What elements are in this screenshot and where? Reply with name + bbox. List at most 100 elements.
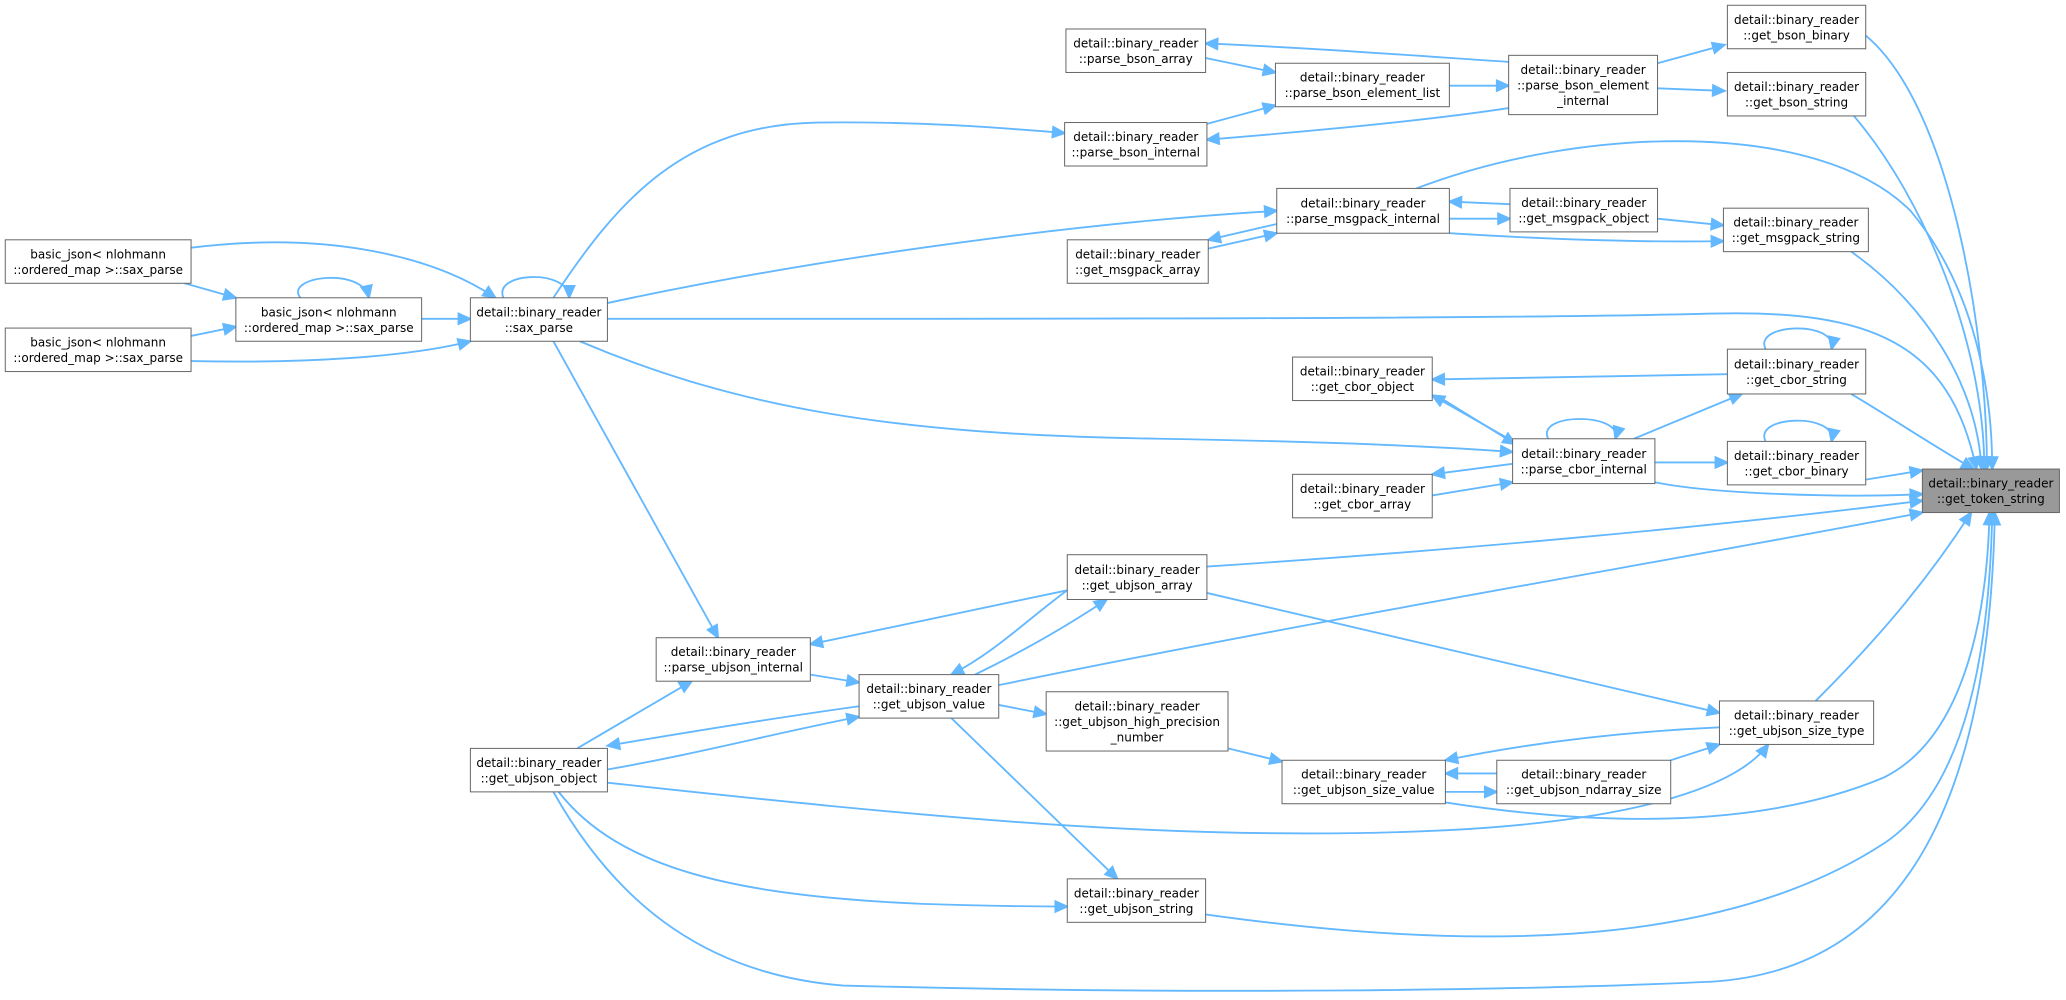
node-label-line: detail::binary_reader	[1928, 477, 2053, 491]
node-label-line: ::get_ubjson_size_value	[1293, 783, 1435, 797]
arrowhead	[221, 322, 239, 336]
node-get-ubjson-high-precision-number[interactable]: detail::binary_reader::get_ubjson_high_p…	[1045, 691, 1229, 752]
node-get-ubjson-value[interactable]: detail::binary_reader::get_ubjson_value	[858, 674, 1000, 719]
edge-line	[1416, 140, 1994, 470]
arrowhead	[1261, 63, 1278, 77]
edge-line	[1206, 107, 1509, 141]
node-parse-ubjson-internal[interactable]: detail::binary_reader::parse_ubjson_inte…	[655, 637, 811, 682]
edge-parse_cbor_internal-to-get_cbor_string	[1633, 392, 1744, 440]
node-box	[1509, 187, 1659, 233]
node-get-ubjson-array[interactable]: detail::binary_reader::get_ubjson_array	[1066, 554, 1208, 601]
edge-get_bson_binary-to-get_token_string	[1865, 34, 1994, 472]
arrowhead	[1092, 598, 1109, 613]
node-get-ubjson-size-type[interactable]: detail::binary_reader::get_ubjson_size_t…	[1718, 700, 1875, 745]
edge-parse_bson_element_internal-to-parse_bson_array	[1203, 37, 1509, 63]
edge-line	[1432, 462, 1513, 476]
node-sax-parse-top[interactable]: basic_json< nlohmann::ordered_map >::sax…	[4, 239, 192, 284]
arrowhead	[1051, 125, 1067, 139]
edge-get_msgpack_object-to-parse_msgpack_internal	[1447, 195, 1511, 209]
edge-sax_parse_mid-to-sax_parse_br	[421, 312, 473, 326]
arrowhead	[359, 283, 373, 301]
edge-get_cbor_object-to-parse_cbor_internal	[1442, 398, 1518, 446]
node-get-token-string[interactable]: detail::binary_reader::get_token_string	[1921, 468, 2060, 514]
node-label-line: ::parse_cbor_internal	[1521, 462, 1647, 476]
node-box	[1718, 700, 1875, 745]
node-parse-bson-element-internal[interactable]: detail::binary_reader::parse_bson_elemen…	[1508, 54, 1659, 116]
edge-get_ubjson_array-to-get_ubjson_size_type	[1206, 592, 1722, 717]
node-label-line: ::parse_bson_array	[1079, 52, 1193, 66]
arrowhead	[1710, 217, 1726, 231]
node-get-bson-binary[interactable]: detail::binary_reader::get_bson_binary	[1726, 4, 1867, 50]
node-label-line: detail::binary_reader	[1734, 357, 1859, 371]
edge-get_ubjson_object-to-get_token_string	[552, 510, 2002, 992]
node-parse-bson-array[interactable]: detail::binary_reader::parse_bson_array	[1065, 28, 1207, 73]
arrowhead	[1497, 212, 1513, 226]
node-label-line: detail::binary_reader	[1301, 768, 1426, 782]
node-sax-parse-mid[interactable]: basic_json< nlohmann::ordered_map >::sax…	[235, 297, 423, 342]
node-label-line: ::get_ubjson_high_precision	[1054, 715, 1220, 729]
edge-line	[950, 717, 1118, 880]
edge-get_ubjson_value-to-get_token_string	[998, 508, 1925, 687]
node-label-line: _number	[1110, 730, 1164, 744]
node-get-ubjson-string[interactable]: detail::binary_reader::get_ubjson_string	[1066, 878, 1207, 923]
node-box	[858, 674, 1000, 719]
edge-line	[1445, 512, 1991, 820]
node-get-ubjson-size-value[interactable]: detail::binary_reader::get_ubjson_size_v…	[1281, 759, 1446, 805]
node-box	[1512, 438, 1656, 485]
node-label-line: ::parse_bson_element_list	[1285, 86, 1441, 100]
node-sax-parse-bot[interactable]: basic_json< nlohmann::ordered_map >::sax…	[4, 327, 192, 373]
node-box	[4, 239, 192, 284]
node-label-line: detail::binary_reader	[1075, 699, 1200, 713]
edge-line	[552, 340, 719, 639]
arrowhead	[1612, 424, 1626, 441]
node-box	[1726, 348, 1867, 395]
edge-line	[190, 241, 496, 299]
node-parse-msgpack-internal[interactable]: detail::binary_reader::parse_msgpack_int…	[1276, 187, 1450, 234]
edge-get_ubjson_size_type-to-get_token_string	[1815, 510, 1973, 702]
edge-parse_cbor_internal-to-get_cbor_array	[1429, 462, 1513, 480]
node-box	[1508, 54, 1659, 116]
node-parse-cbor-internal[interactable]: detail::binary_reader::parse_cbor_intern…	[1512, 438, 1656, 485]
edge-line	[501, 276, 571, 299]
edge-line	[1763, 419, 1833, 442]
node-get-cbor-string[interactable]: detail::binary_reader::get_cbor_string	[1726, 348, 1867, 395]
edge-sax_parse_br-to-parse_ubjson_internal	[552, 340, 720, 640]
node-box	[1292, 473, 1433, 519]
edge-line	[607, 705, 860, 747]
arrowhead	[845, 712, 862, 726]
node-get-msgpack-object[interactable]: detail::binary_reader::get_msgpack_objec…	[1509, 187, 1659, 233]
node-get-cbor-binary[interactable]: detail::binary_reader::get_cbor_binary	[1726, 440, 1867, 486]
arrowhead	[1206, 230, 1223, 244]
node-label-line: detail::binary_reader	[1300, 71, 1425, 85]
node-parse-bson-internal[interactable]: detail::binary_reader::parse_bson_intern…	[1064, 122, 1208, 167]
node-label-line: detail::binary_reader	[1734, 449, 1859, 463]
arrowhead	[1103, 865, 1119, 881]
node-label-line: detail::binary_reader	[1301, 197, 1426, 211]
node-layer: detail::binary_reader::get_token_stringd…	[4, 4, 2060, 923]
arrowhead	[1908, 465, 1925, 480]
edge-sax_parse_top-to-sax_parse_br	[190, 241, 498, 300]
node-get-cbor-object[interactable]: detail::binary_reader::get_cbor_object	[1292, 356, 1433, 402]
node-get-cbor-array[interactable]: detail::binary_reader::get_cbor_array	[1292, 473, 1433, 519]
node-get-msgpack-array[interactable]: detail::binary_reader::get_msgpack_array	[1066, 239, 1209, 284]
arrowhead	[1908, 508, 1925, 522]
node-get-ubjson-ndarray-size[interactable]: detail::binary_reader::get_ubjson_ndarra…	[1496, 759, 1672, 805]
node-label-line: detail::binary_reader	[1073, 130, 1198, 144]
edge-sax_parse_br-to-parse_msgpack_internal	[607, 204, 1280, 304]
node-get-ubjson-object[interactable]: detail::binary_reader::get_ubjson_object	[469, 747, 608, 793]
node-label-line: ::ordered_map >::sax_parse	[13, 351, 183, 365]
node-parse-bson-element-list[interactable]: detail::binary_reader::parse_bson_elemen…	[1274, 62, 1450, 108]
node-label-line: ::get_cbor_object	[1311, 380, 1415, 394]
edge-parse_msgpack_internal-to-get_msgpack_array	[1206, 223, 1277, 244]
node-get-msgpack-string[interactable]: detail::binary_reader::get_msgpack_strin…	[1722, 207, 1869, 253]
edge-parse_bson_element_internal-to-parse_bson_internal	[1204, 107, 1509, 146]
arrowhead	[706, 623, 720, 640]
node-box	[1281, 759, 1446, 805]
edge-get_bson_string-to-get_token_string	[1853, 115, 1991, 472]
node-label-line: detail::binary_reader	[1300, 482, 1425, 496]
node-sax-parse-br[interactable]: detail::binary_reader::sax_parse	[469, 297, 608, 342]
edge-get_ubjson_value-to-get_ubjson_array	[974, 598, 1109, 676]
node-get-bson-string[interactable]: detail::binary_reader::get_bson_string	[1726, 71, 1867, 117]
arrowhead	[1054, 899, 1070, 914]
